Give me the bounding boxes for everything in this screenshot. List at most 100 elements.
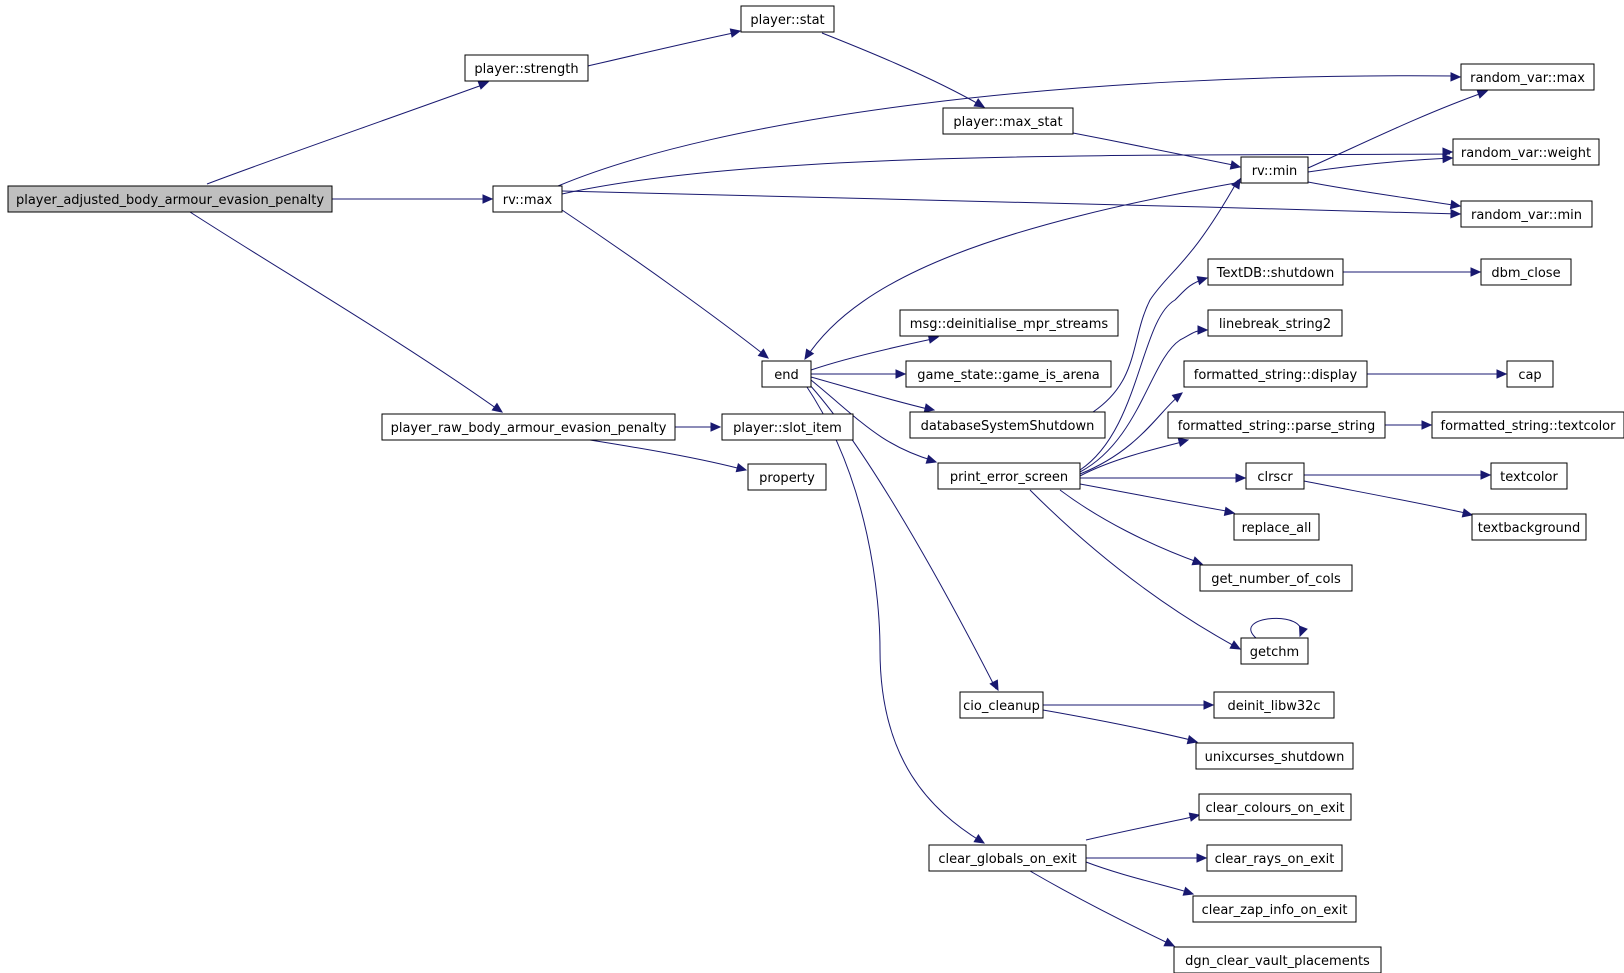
call-edge — [589, 439, 746, 471]
edge-arrowhead — [1196, 853, 1208, 863]
call-edge — [1042, 709, 1196, 742]
call-edge — [1079, 278, 1206, 471]
edge-arrowhead — [895, 369, 907, 379]
node-box — [1471, 513, 1587, 541]
graph-node-lb2[interactable]: linebreak_string2 — [1207, 309, 1343, 337]
graph-node-end[interactable]: end — [761, 360, 812, 388]
node-label: player_adjusted_body_armour_evasion_pena… — [16, 193, 324, 208]
graph-node-deinit[interactable]: deinit_libw32c — [1213, 691, 1335, 719]
edge-arrowhead — [1203, 700, 1215, 710]
graph-node-arena[interactable]: game_state::game_is_arena — [905, 360, 1112, 388]
node-box — [1480, 258, 1572, 286]
node-label: formatted_string::display — [1194, 368, 1358, 383]
node-label: rv::min — [1252, 164, 1298, 179]
node-label: print_error_screen — [950, 470, 1068, 485]
graph-node-ccol[interactable]: clear_colours_on_exit — [1198, 793, 1352, 821]
call-edge — [1085, 861, 1192, 894]
graph-node-dgn[interactable]: dgn_clear_vault_placements — [1173, 946, 1382, 973]
edge-arrowhead — [1298, 625, 1308, 638]
node-box — [1460, 63, 1595, 91]
node-box — [464, 54, 589, 82]
call-edge — [206, 83, 486, 185]
graph-node-maxstat[interactable]: player::max_stat — [942, 107, 1074, 135]
node-box — [942, 107, 1074, 135]
edge-arrowhead — [1182, 886, 1195, 896]
edge-arrowhead — [735, 462, 748, 473]
graph-node-strength[interactable]: player::strength — [464, 54, 589, 82]
graph-node-rvmax[interactable]: rv::max — [492, 185, 563, 213]
graph-node-clrscr[interactable]: clrscr — [1245, 462, 1305, 490]
node-box — [937, 462, 1081, 490]
graph-node-slot[interactable]: player::slot_item — [721, 413, 854, 441]
node-box — [1207, 258, 1344, 286]
edge-arrowhead — [1229, 640, 1242, 650]
graph-node-randweight[interactable]: random_var::weight — [1452, 138, 1600, 166]
node-label: dbm_close — [1491, 266, 1560, 281]
graph-node-stat[interactable]: player::stat — [740, 5, 835, 33]
node-label: rv::max — [503, 193, 553, 208]
node-label: formatted_string::parse_string — [1178, 419, 1375, 434]
call-edge — [1079, 440, 1187, 477]
call-edge — [805, 181, 1242, 359]
graph-node-fsp[interactable]: formatted_string::parse_string — [1167, 411, 1386, 439]
graph-node-msg[interactable]: msg::deinitialise_mpr_streams — [899, 309, 1119, 337]
edge-arrowhead — [973, 833, 986, 844]
graph-node-randmax[interactable]: random_var::max — [1460, 63, 1595, 91]
graph-node-fsd[interactable]: formatted_string::display — [1183, 360, 1368, 388]
graph-node-cio[interactable]: cio_cleanup — [959, 691, 1044, 719]
graph-node-textcolor[interactable]: textcolor — [1490, 462, 1568, 490]
graph-node-rvmin[interactable]: rv::min — [1240, 156, 1309, 184]
graph-node-cap[interactable]: cap — [1506, 360, 1554, 388]
node-label: clear_colours_on_exit — [1206, 801, 1345, 816]
graph-node-dbshut[interactable]: databaseSystemShutdown — [909, 411, 1106, 439]
graph-node-czap[interactable]: clear_zap_info_on_exit — [1192, 895, 1357, 923]
graph-node-randmin[interactable]: random_var::min — [1460, 200, 1593, 228]
graph-node-fstc[interactable]: formatted_string::textcolor — [1431, 411, 1624, 439]
graph-node-crays[interactable]: clear_rays_on_exit — [1206, 844, 1343, 872]
node-box — [909, 411, 1106, 439]
graph-node-unix[interactable]: unixcurses_shutdown — [1195, 742, 1354, 770]
node-label: textbackground — [1478, 521, 1581, 536]
edge-arrowhead — [1449, 199, 1462, 210]
edge-arrowhead — [1476, 89, 1489, 99]
node-box — [1198, 793, 1352, 821]
edge-arrowhead — [1188, 812, 1201, 822]
node-label: property — [759, 471, 815, 486]
graph-node-cgoe[interactable]: clear_globals_on_exit — [928, 844, 1087, 872]
node-box — [905, 360, 1112, 388]
node-box — [1199, 564, 1353, 592]
edge-arrowhead — [757, 348, 769, 359]
graph-node-textbg[interactable]: textbackground — [1471, 513, 1587, 541]
node-box — [381, 413, 676, 441]
edge-arrowhead — [923, 403, 936, 413]
graph-node-pes[interactable]: print_error_screen — [937, 462, 1081, 490]
call-edge — [561, 190, 1460, 215]
graph-node-raw[interactable]: player_raw_body_armour_evasion_penalty — [381, 413, 676, 441]
call-edge — [1079, 329, 1206, 473]
node-label: textcolor — [1500, 470, 1558, 485]
graph-node-dbm[interactable]: dbm_close — [1480, 258, 1572, 286]
graph-node-textdb[interactable]: TextDB::shutdown — [1207, 258, 1344, 286]
edge-arrowhead — [1196, 276, 1209, 286]
node-label: game_state::game_is_arena — [917, 368, 1100, 383]
call-edges — [189, 28, 1508, 947]
node-label: msg::deinitialise_mpr_streams — [910, 317, 1109, 332]
graph-node-property[interactable]: property — [747, 463, 827, 491]
graph-node-root[interactable]: player_adjusted_body_armour_evasion_pena… — [7, 185, 333, 213]
node-label: player::strength — [474, 62, 578, 77]
node-label: player_raw_body_armour_evasion_penalty — [391, 421, 667, 436]
node-box — [7, 185, 333, 213]
node-box — [1183, 360, 1368, 388]
edge-arrowhead — [1229, 160, 1242, 170]
call-edge — [1059, 489, 1201, 564]
graph-node-gnoc[interactable]: get_number_of_cols — [1199, 564, 1353, 592]
edge-arrowhead — [1197, 325, 1209, 335]
edge-arrowhead — [1470, 267, 1482, 277]
node-label: player::max_stat — [953, 115, 1062, 130]
call-edge — [1250, 618, 1302, 639]
node-box — [1245, 462, 1305, 490]
graph-node-replace[interactable]: replace_all — [1233, 513, 1320, 541]
node-box — [1506, 360, 1554, 388]
graph-node-getchm[interactable]: getchm — [1240, 637, 1309, 665]
node-box — [761, 360, 812, 388]
